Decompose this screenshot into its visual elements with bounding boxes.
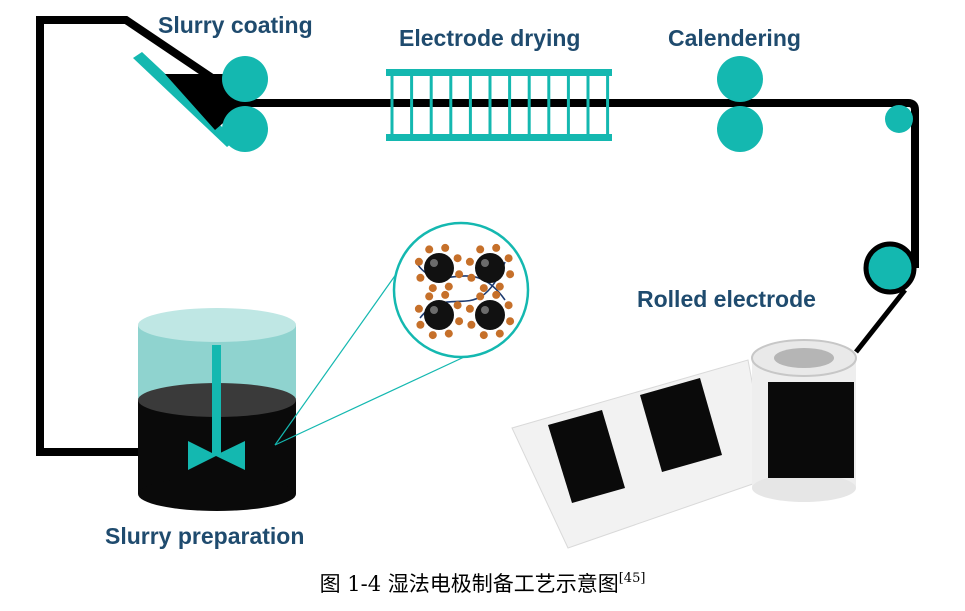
label-calendering: Calendering [668,25,801,51]
binder-dot [467,320,476,329]
roll-core-hole [774,348,834,368]
particle-highlight [481,259,489,267]
label-slurry-coating: Slurry coating [158,12,313,38]
guide-roller [885,105,913,133]
caption-text: 图 1-4 湿法电极制备工艺示意图 [319,572,619,596]
binder-dot [479,331,488,340]
binder-dot [428,331,437,340]
binder-dot [453,254,462,263]
binder-dot [455,270,464,279]
slurry-tank [138,308,296,511]
binder-dot [476,292,485,301]
binder-dot [476,245,485,254]
binder-dot [506,317,515,326]
label-rolled-electrode: Rolled electrode [637,286,816,312]
binder-dot [453,301,462,310]
mixer-shaft [212,345,221,455]
mixer-blade-icon [188,441,245,470]
web-to-roll-line [854,288,907,354]
binder-dot [414,304,423,313]
figure-caption: 图 1-4 湿法电极制备工艺示意图[45] [0,568,965,598]
binder-dot [455,317,464,326]
coated-patch-1 [548,410,625,503]
tension-roller [863,241,917,295]
active-particle-4 [475,300,505,330]
binder-dot [495,282,504,291]
particle-highlight [481,306,489,314]
binder-dot [467,273,476,282]
coating-roller-top [222,56,268,102]
binder-dot [441,290,450,299]
binder-dot [416,320,425,329]
binder-dot [492,290,501,299]
binder-dot [495,329,504,338]
binder-dot [414,257,423,266]
label-slurry-preparation: Slurry preparation [105,523,304,549]
binder-dot [441,243,450,252]
label-electrode-drying: Electrode drying [399,25,580,51]
particle-highlight [430,306,438,314]
calender-roller-top [717,56,763,102]
binder-dot [465,304,474,313]
coated-patch-2 [640,378,722,472]
binder-dot [425,245,434,254]
calender-roller-bottom [717,106,763,152]
roll-bottom-rim [752,474,856,502]
binder-dot [504,254,513,263]
binder-dot [465,257,474,266]
active-particle-3 [424,300,454,330]
coating-roller-bottom [222,106,268,152]
electrode-foil-sheet [511,359,771,549]
zoom-line-top [274,262,405,446]
electrode-web-line [222,99,919,268]
caption-reference: [45] [618,571,646,586]
active-particle-1 [424,253,454,283]
slurry-feed-line [36,16,221,456]
binder-dot [425,292,434,301]
drying-oven [386,69,612,141]
active-particle-2 [475,253,505,283]
binder-dot [444,329,453,338]
binder-dot [492,243,501,252]
binder-dot [479,284,488,293]
binder-dot [506,270,515,279]
binder-dot [416,273,425,282]
particle-zoom-view [392,221,530,359]
binder-dot [428,284,437,293]
binder-dot [504,301,513,310]
particle-highlight [430,259,438,267]
binder-dot [444,282,453,291]
roll-coated-band [768,382,854,478]
rolled-electrode [511,339,857,549]
